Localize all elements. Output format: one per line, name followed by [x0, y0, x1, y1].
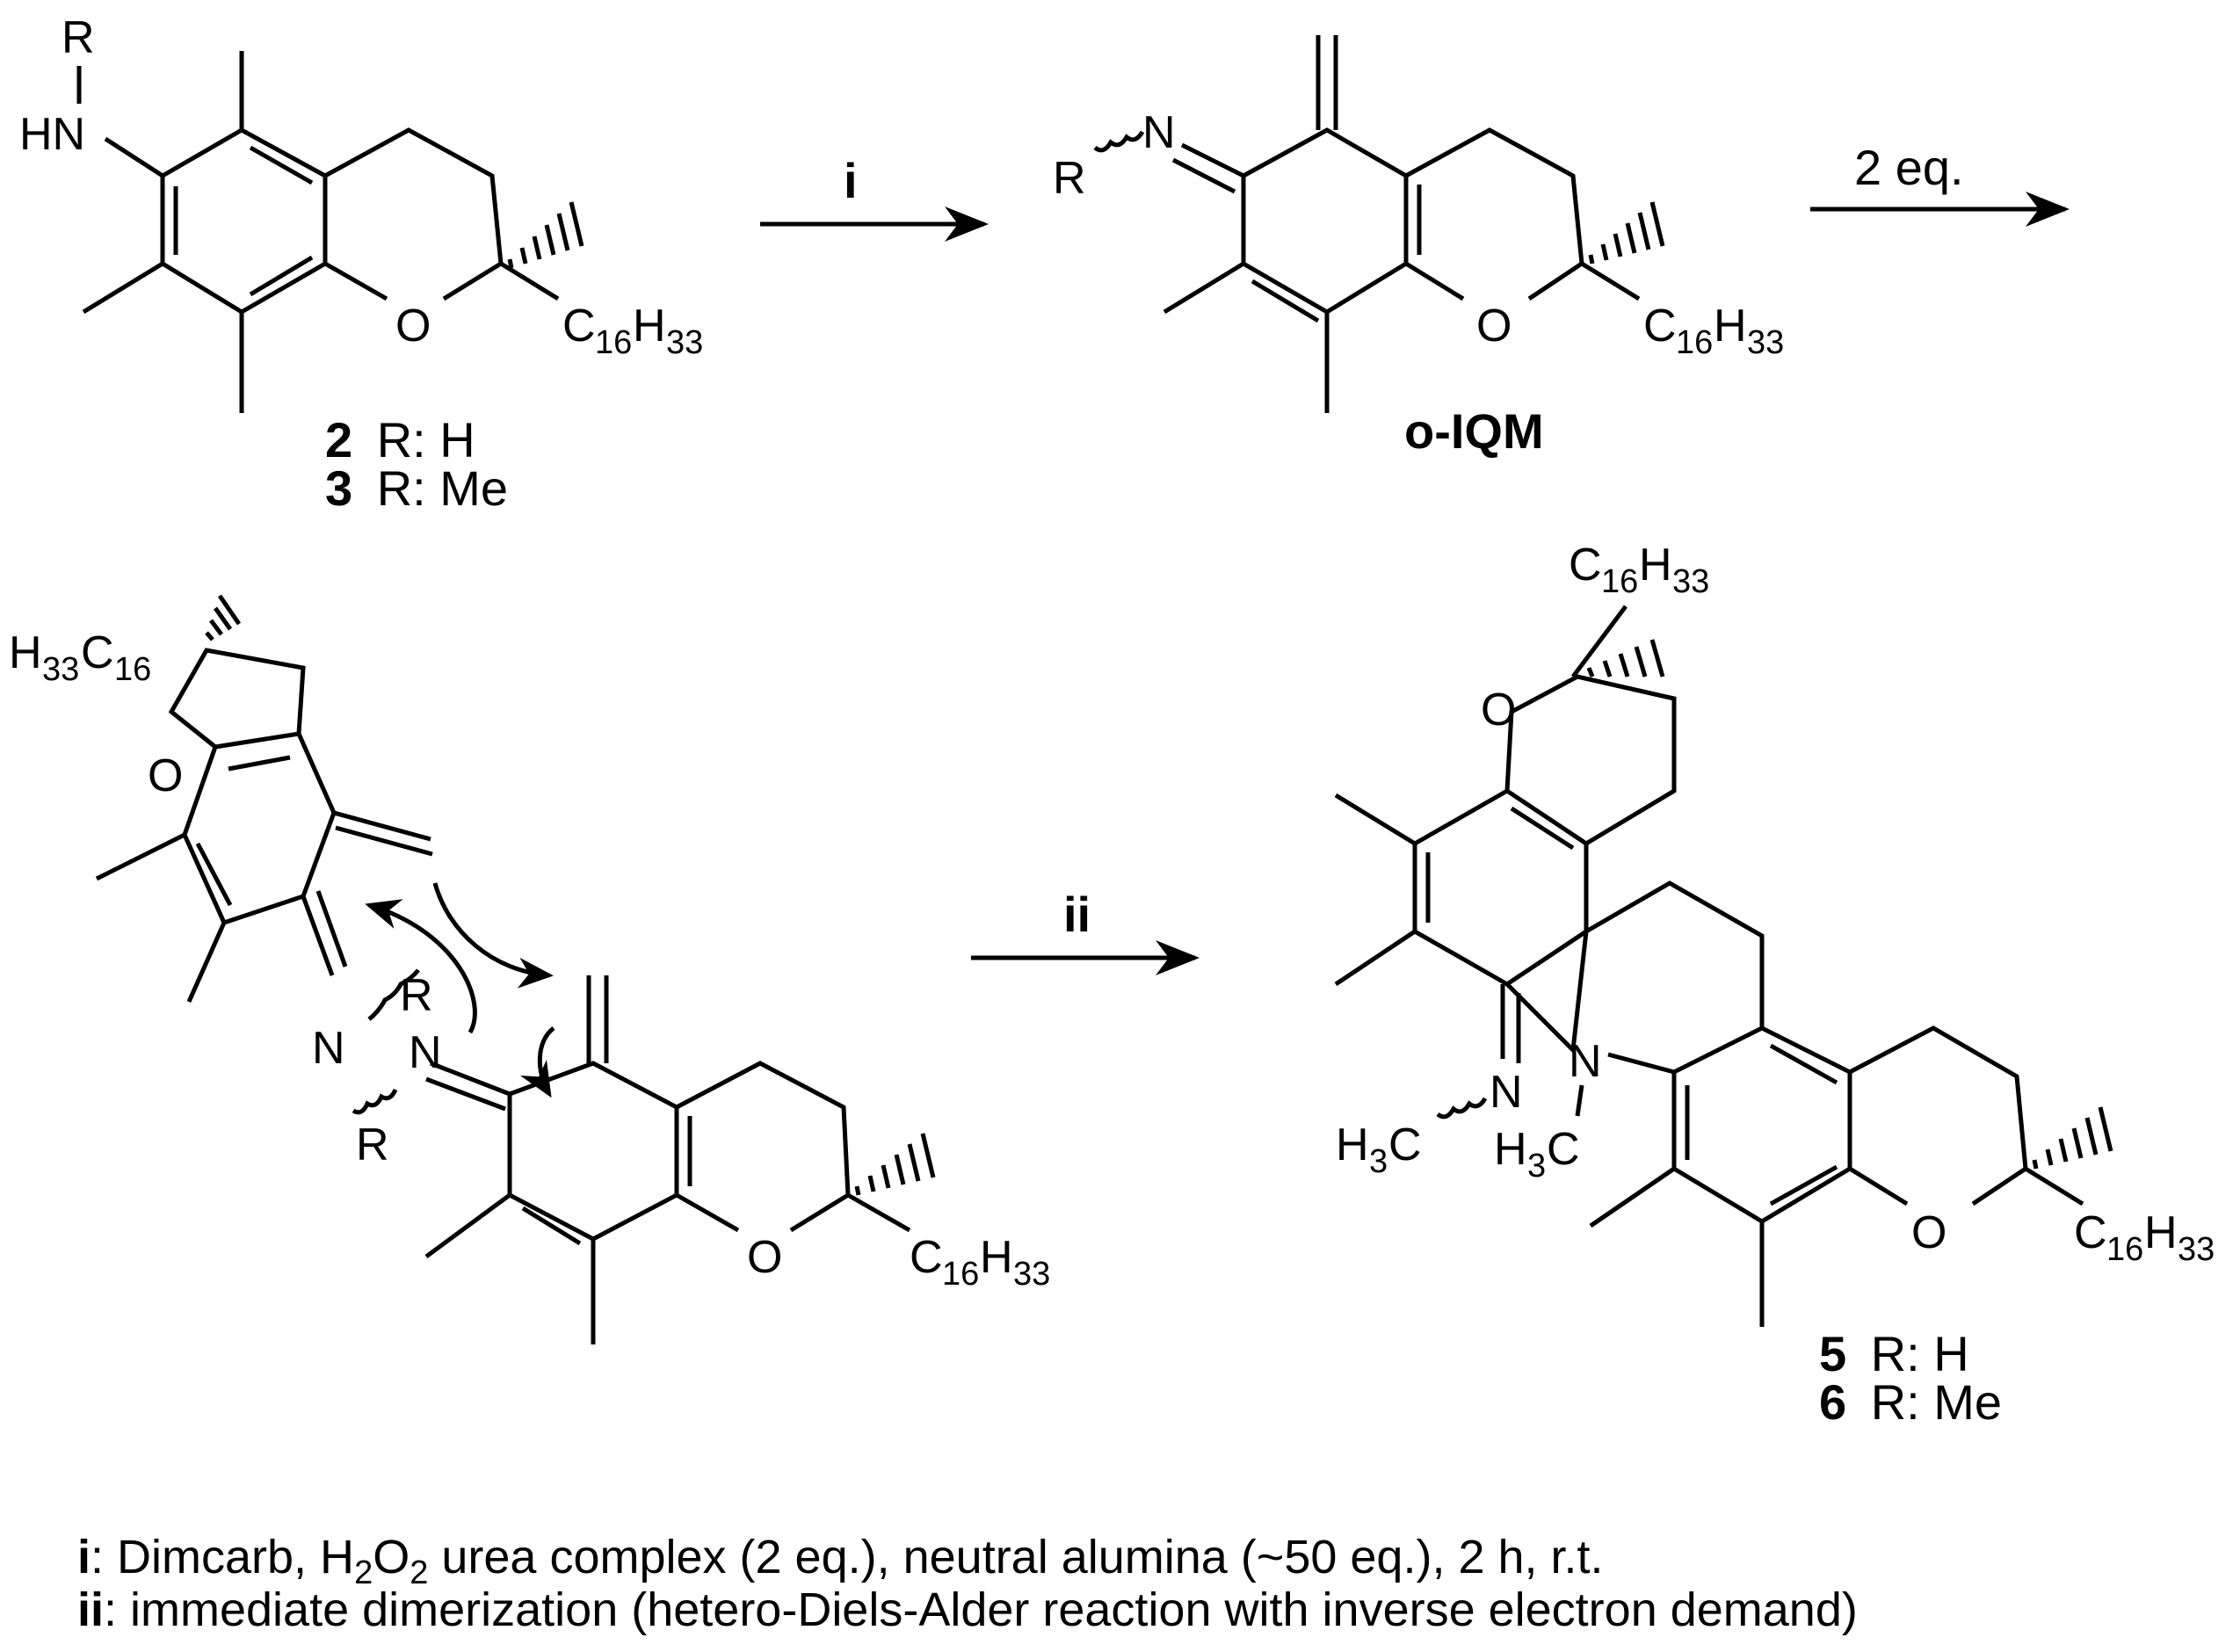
- atom-r: R: [62, 12, 95, 63]
- svg-text:O: O: [747, 1232, 782, 1283]
- svg-text:H: H: [980, 1232, 1013, 1283]
- arrow-step-ii: ii: [971, 887, 1200, 975]
- condition-i: i: Dimcarb, H2O2 urea complex (2 eq.), n…: [77, 1531, 1604, 1591]
- svg-text:H: H: [633, 301, 666, 351]
- svg-text:N: N: [409, 1027, 442, 1078]
- compound-6-label: 6 R: Me: [1819, 1374, 2002, 1430]
- svg-text:H: H: [1639, 540, 1672, 591]
- svg-text:O: O: [1911, 1207, 1946, 1258]
- svg-text:O: O: [148, 750, 183, 801]
- svg-text:16: 16: [1676, 324, 1713, 361]
- compound-2-label: 2 R: H: [325, 412, 475, 467]
- structure-product: O C 16 H 33 N N H 3 C H 3 C O C 16 H 33 …: [1334, 540, 2215, 1430]
- svg-text:H: H: [1714, 301, 1747, 351]
- svg-text:33: 33: [1747, 324, 1784, 361]
- svg-text:16: 16: [2106, 1231, 2143, 1268]
- o-iqm-label: o-IQM: [1404, 403, 1544, 459]
- c16h33-label: C 16 H 33: [1643, 301, 1784, 361]
- h3c-label-a: H 3 C: [1336, 1119, 1422, 1180]
- svg-text:16: 16: [114, 651, 151, 688]
- svg-text:16: 16: [1601, 563, 1638, 600]
- c16h33-label: C 16 H 33: [2074, 1207, 2215, 1268]
- structure-dimerization-transition: N R O H 33 C 16 N R O C 16: [9, 594, 1050, 1344]
- compound-3-label: 3 R: Me: [325, 460, 508, 516]
- svg-text:C: C: [81, 627, 114, 678]
- compound-5-label: 5 R: H: [1819, 1326, 1969, 1381]
- svg-text:C: C: [562, 301, 596, 351]
- svg-text:N: N: [1569, 1036, 1602, 1087]
- svg-text:H: H: [1336, 1119, 1369, 1170]
- svg-text:H: H: [1494, 1124, 1527, 1175]
- svg-text:C: C: [1643, 301, 1677, 351]
- arrow-step-i: i: [760, 153, 989, 242]
- svg-text:N: N: [312, 1023, 345, 1074]
- svg-text:33: 33: [42, 651, 79, 688]
- reaction-conditions: i: Dimcarb, H2O2 urea complex (2 eq.), n…: [77, 1531, 1858, 1636]
- svg-text:33: 33: [666, 324, 703, 361]
- c16h33-label: C 16 H 33: [1569, 540, 1709, 600]
- svg-text:33: 33: [1013, 1256, 1050, 1293]
- svg-text:33: 33: [1672, 563, 1709, 600]
- svg-text:C: C: [2074, 1207, 2107, 1258]
- c16h33-label: C 16 H 33: [910, 1232, 1050, 1293]
- svg-text:16: 16: [595, 324, 632, 361]
- svg-text:O: O: [1481, 685, 1516, 735]
- structure-o-iqm: N R O C 16 H 33 o-IQM: [1053, 35, 1784, 459]
- svg-text:2 eq.: 2 eq.: [1854, 140, 1964, 195]
- svg-text:H: H: [2144, 1207, 2178, 1258]
- atom-o: O: [395, 301, 431, 351]
- svg-text:C: C: [1388, 1119, 1422, 1170]
- svg-text:C: C: [910, 1232, 943, 1283]
- svg-text:N: N: [1490, 1067, 1523, 1118]
- svg-text:16: 16: [942, 1256, 979, 1293]
- svg-text:i: i: [844, 153, 858, 208]
- svg-text:C: C: [1569, 540, 1602, 591]
- svg-text:C: C: [1547, 1124, 1580, 1175]
- svg-text:ii: ii: [1063, 887, 1091, 942]
- h33c16-label: H 33 C 16: [9, 627, 151, 688]
- svg-text:H: H: [9, 627, 42, 678]
- svg-text:33: 33: [2178, 1231, 2215, 1268]
- svg-text:R: R: [400, 970, 433, 1021]
- svg-text:3: 3: [1369, 1143, 1388, 1180]
- h3c-label-b: H 3 C: [1494, 1124, 1580, 1185]
- structure-starting-material: R HN O C 16 H 33 2 R: H 3 R: Me: [19, 12, 703, 516]
- svg-text:3: 3: [1527, 1148, 1546, 1185]
- hash-wedge: [507, 201, 584, 269]
- atom-hn: HN: [19, 109, 85, 160]
- svg-text:N: N: [1142, 107, 1176, 158]
- svg-text:R: R: [1053, 153, 1086, 204]
- svg-text:O: O: [1476, 301, 1511, 351]
- c16h33-label: C 16 H 33: [562, 301, 703, 361]
- svg-text:R: R: [356, 1119, 389, 1170]
- arrow-2eq: 2 eq.: [1810, 140, 2070, 227]
- condition-ii: ii: immediate dimerization (hetero-Diels…: [77, 1583, 1858, 1636]
